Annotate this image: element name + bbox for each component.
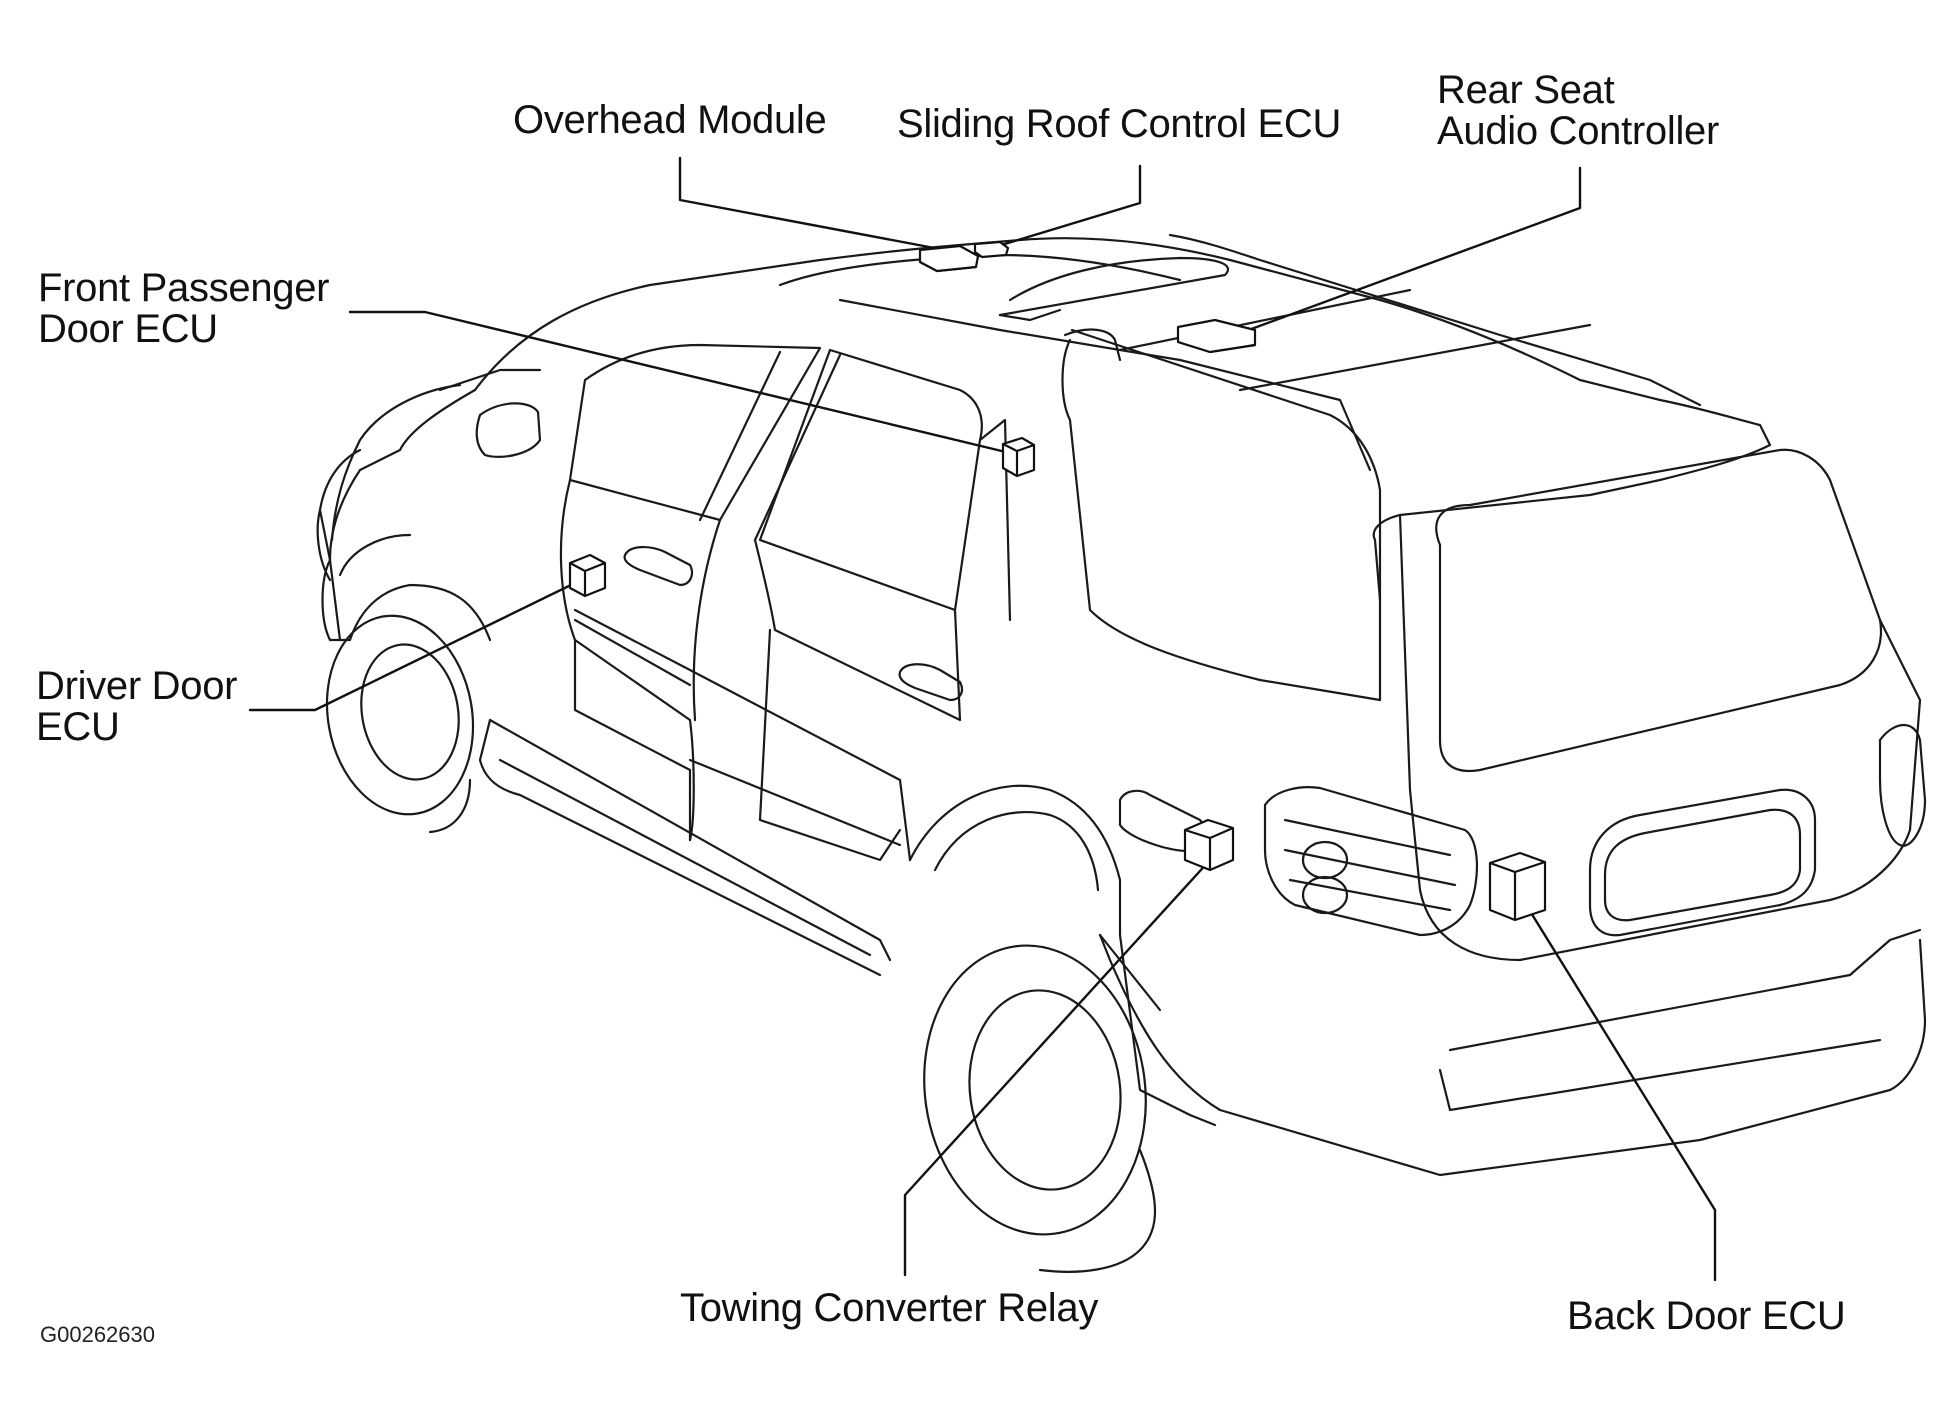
rear-seat-audio-block	[1176, 318, 1257, 354]
label-rear-seat-audio-line2: Audio Controller	[1437, 109, 1720, 153]
label-front-passenger-line1: Front Passenger	[38, 266, 330, 310]
leader-overhead-module	[678, 156, 947, 252]
towing-converter-relay-block	[1183, 818, 1235, 872]
label-driver-door-line2: ECU	[36, 705, 120, 749]
label-front-passenger-line2: Door ECU	[38, 307, 218, 351]
label-overhead-module: Overhead Module	[513, 98, 827, 142]
overhead-module-block	[918, 244, 980, 273]
label-rear-seat-audio-controller: Rear Seat Audio Controller	[1437, 70, 1719, 152]
figure-id: G00262630	[40, 1322, 155, 1347]
leader-towing-converter-relay	[903, 858, 1212, 1277]
front-passenger-door-ecu-block	[1001, 436, 1036, 478]
sliding-roof-ecu-block	[973, 240, 1010, 259]
leader-driver-door-ecu	[248, 581, 577, 712]
label-driver-door-line1: Driver Door	[36, 664, 238, 708]
leader-back-door-ecu	[1518, 893, 1717, 1282]
label-front-passenger-door-ecu: Front Passenger Door ECU	[38, 266, 330, 351]
back-door-ecu-block	[1488, 851, 1547, 922]
label-towing-converter-relay: Towing Converter Relay	[680, 1286, 1099, 1330]
leader-lines	[248, 156, 1717, 1282]
label-sliding-roof-control-ecu: Sliding Roof Control ECU	[897, 102, 1342, 146]
label-driver-door-ecu: Driver Door ECU	[36, 666, 237, 748]
label-back-door-ecu: Back Door ECU	[1567, 1294, 1846, 1338]
leader-rear-seat-audio	[1233, 166, 1582, 337]
label-rear-seat-audio-line1: Rear Seat	[1437, 68, 1615, 112]
vehicle-body-outline	[316, 233, 1927, 1273]
components	[568, 240, 1547, 922]
driver-door-ecu-block	[568, 553, 607, 598]
leader-front-passenger-door-ecu	[348, 310, 1012, 455]
leader-sliding-roof-ecu	[983, 164, 1142, 252]
